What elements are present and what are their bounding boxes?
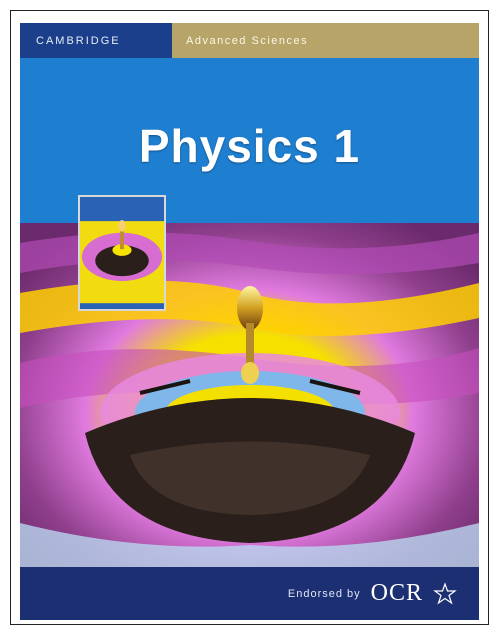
publisher-name: CAMBRIDGE — [20, 23, 172, 58]
cover-bottom-bar: Endorsed by OCR — [20, 567, 479, 620]
book-title: Physics 1 — [138, 120, 361, 172]
book-cover: CAMBRIDGE Advanced Sciences Physics 1 — [20, 23, 479, 620]
ocr-star-icon — [433, 581, 457, 605]
ocr-logo: OCR — [370, 580, 423, 606]
series-name: Advanced Sciences — [172, 23, 479, 58]
cover-thumbnail-illustration — [78, 195, 166, 311]
endorsement-label: Endorsed by — [287, 587, 361, 600]
cover-top-bar: CAMBRIDGE Advanced Sciences — [20, 23, 479, 58]
